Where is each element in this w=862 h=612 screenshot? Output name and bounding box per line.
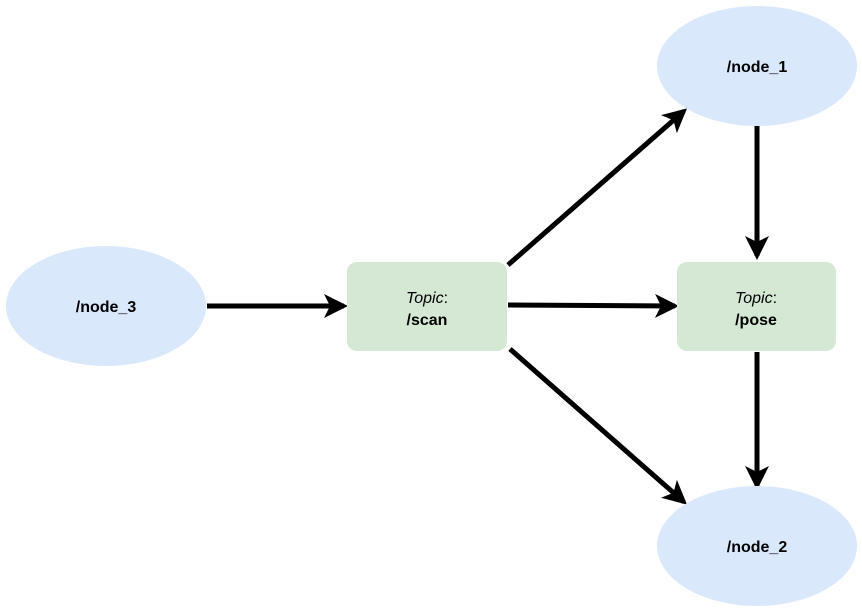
node-3: /node_3 [6, 246, 206, 366]
topic-scan-colon: : [444, 290, 448, 307]
topic-scan-shape [347, 262, 507, 351]
topic-scan: Topic: /scan [347, 262, 507, 351]
topic-pose-name: /pose [735, 312, 777, 329]
topic-pose-colon: : [773, 290, 777, 307]
node-3-label: /node_3 [76, 299, 137, 316]
node-1-label: /node_1 [727, 59, 788, 76]
topic-scan-heading: Topic: [406, 290, 448, 307]
topic-pose-prefix: Topic [735, 290, 773, 307]
node-1: /node_1 [657, 6, 857, 126]
topic-pose-shape [677, 262, 836, 351]
node-1-shape [657, 6, 857, 126]
node-2: /node_2 [657, 486, 857, 606]
topic-scan-prefix: Topic [406, 290, 444, 307]
edge-scan-to-node1 [506, 108, 688, 267]
topic-scan-name: /scan [407, 312, 448, 329]
edge-scan-to-node2 [508, 347, 688, 505]
topic-pose: Topic: /pose [677, 262, 836, 351]
edge-scan-to-pose [507, 293, 679, 318]
node-2-shape [657, 486, 857, 606]
node-3-shape [6, 246, 206, 366]
topic-pose-heading: Topic: [735, 290, 777, 307]
node-2-label: /node_2 [727, 539, 788, 556]
